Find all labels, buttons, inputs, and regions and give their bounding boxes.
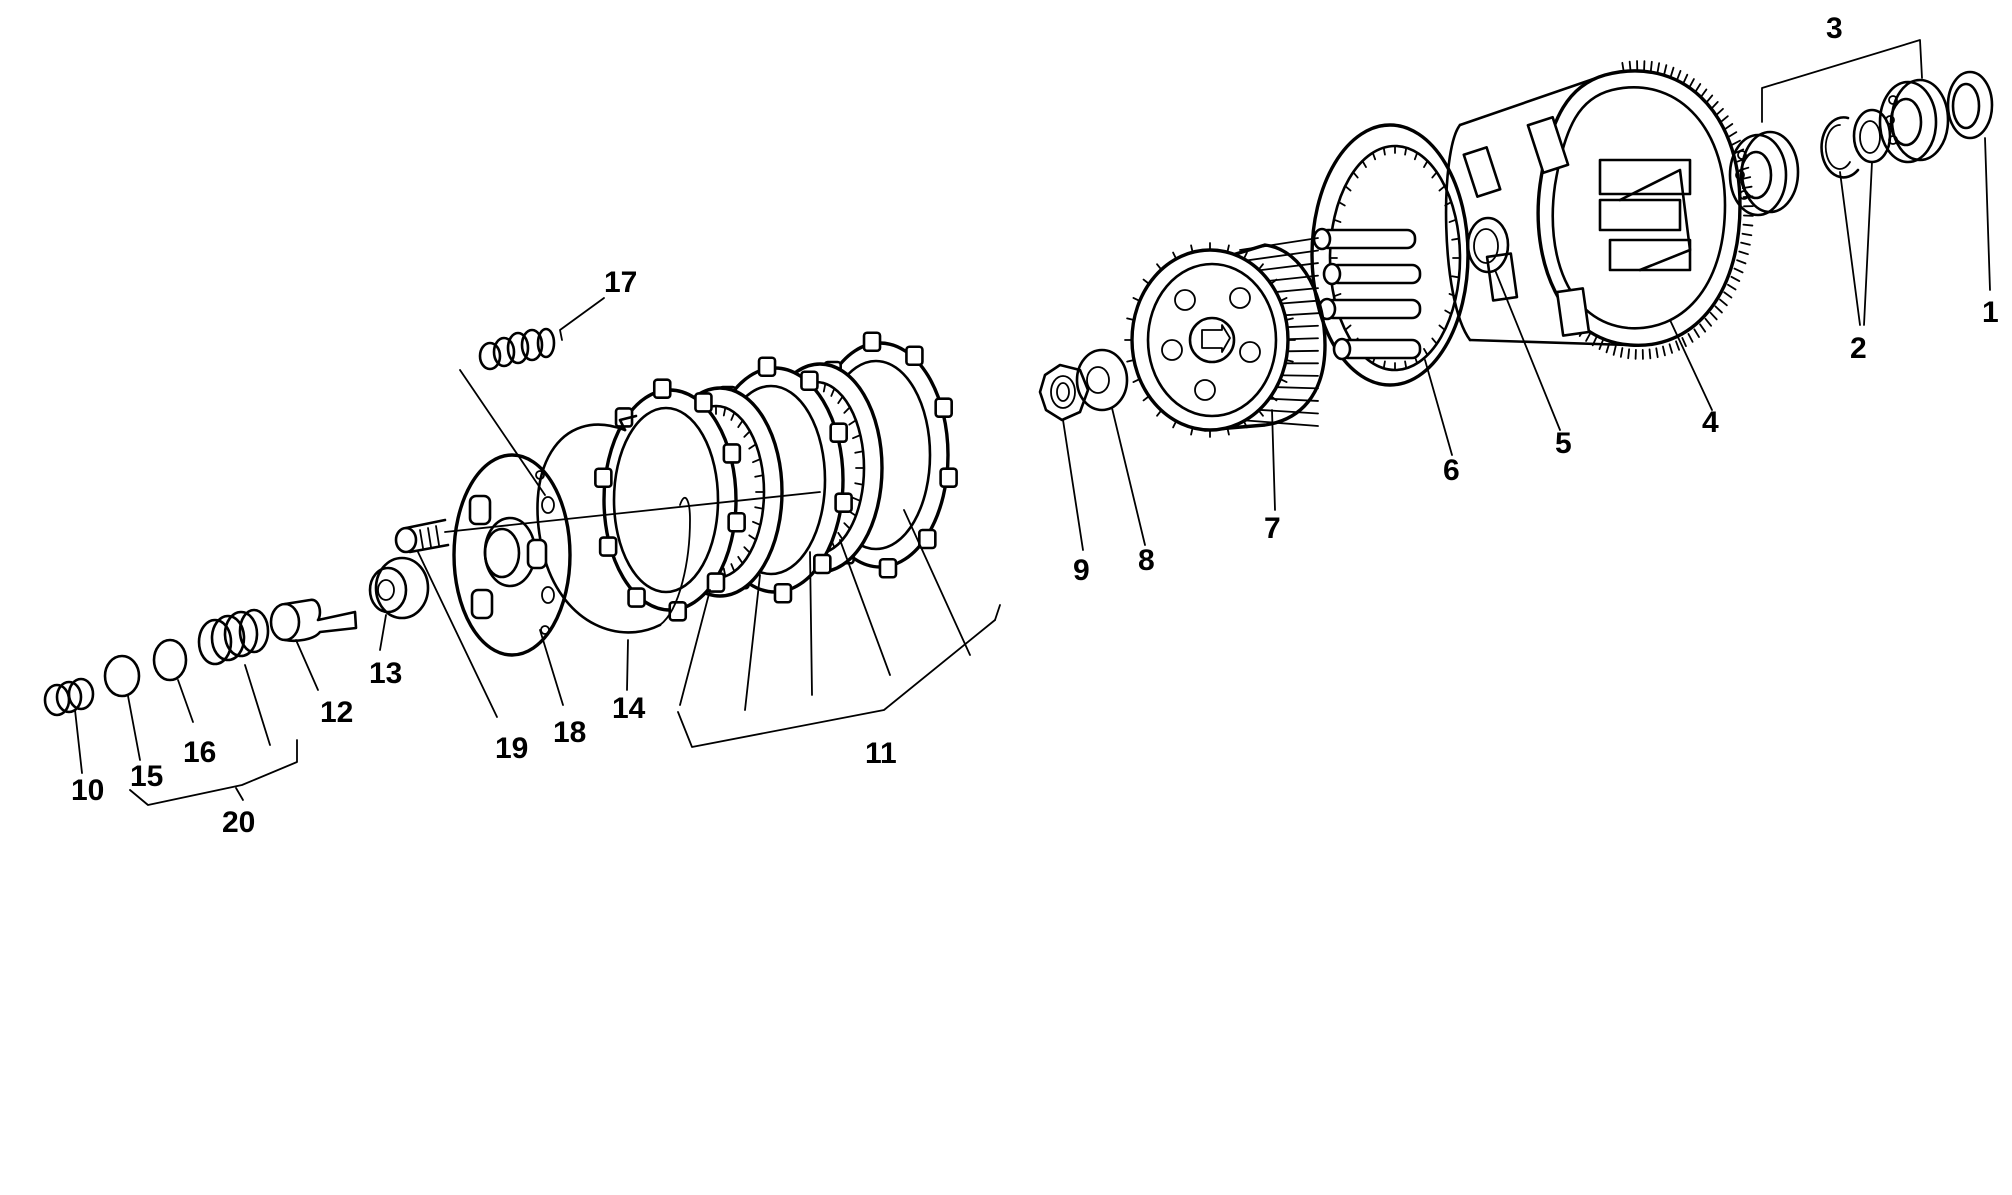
label-11: 11 [865, 737, 897, 770]
label-14: 14 [612, 692, 646, 725]
part-17-spring [478, 327, 556, 371]
label-5: 5 [1555, 427, 1572, 460]
part-3-bearing-right [1878, 78, 1950, 164]
part-12-push-rod [269, 598, 358, 643]
label-3: 3 [1826, 12, 1843, 45]
part-7-clutch-hub [1124, 237, 1327, 438]
part-9-nut [1038, 363, 1090, 422]
label-2: 2 [1850, 332, 1867, 365]
label-4: 4 [1702, 406, 1719, 439]
part-19-bolt [394, 518, 450, 554]
label-13: 13 [369, 657, 402, 690]
part-16-o-ring [152, 638, 188, 682]
part-10-spring [43, 677, 95, 717]
label-1: 1 [1982, 296, 1999, 329]
label-20: 20 [222, 806, 255, 839]
label-17: 17 [604, 266, 637, 299]
label-9: 9 [1073, 554, 1090, 587]
label-10: 10 [71, 774, 104, 807]
part-6-pressure-plate [1310, 123, 1470, 387]
label-18: 18 [553, 716, 586, 749]
part-20-spring [197, 608, 270, 666]
part-15-o-ring [103, 654, 141, 698]
label-19: 19 [495, 732, 528, 765]
part-18-spring-plate [452, 453, 572, 657]
part-2-washer [1852, 108, 1892, 164]
part-1-ring [1946, 70, 1994, 140]
label-16: 16 [183, 736, 216, 769]
part-2-circlip [1820, 116, 1860, 179]
label-12: 12 [320, 696, 353, 729]
label-8: 8 [1138, 544, 1155, 577]
part-3-bearing-left [1728, 130, 1800, 217]
part-11-clutch-plates [594, 331, 958, 622]
part-4-clutch-basket [1444, 60, 1754, 360]
label-7: 7 [1264, 512, 1281, 545]
label-6: 6 [1443, 454, 1460, 487]
part-8-washer [1075, 348, 1129, 412]
label-15: 15 [130, 760, 163, 793]
part-13-bearing [368, 556, 430, 620]
